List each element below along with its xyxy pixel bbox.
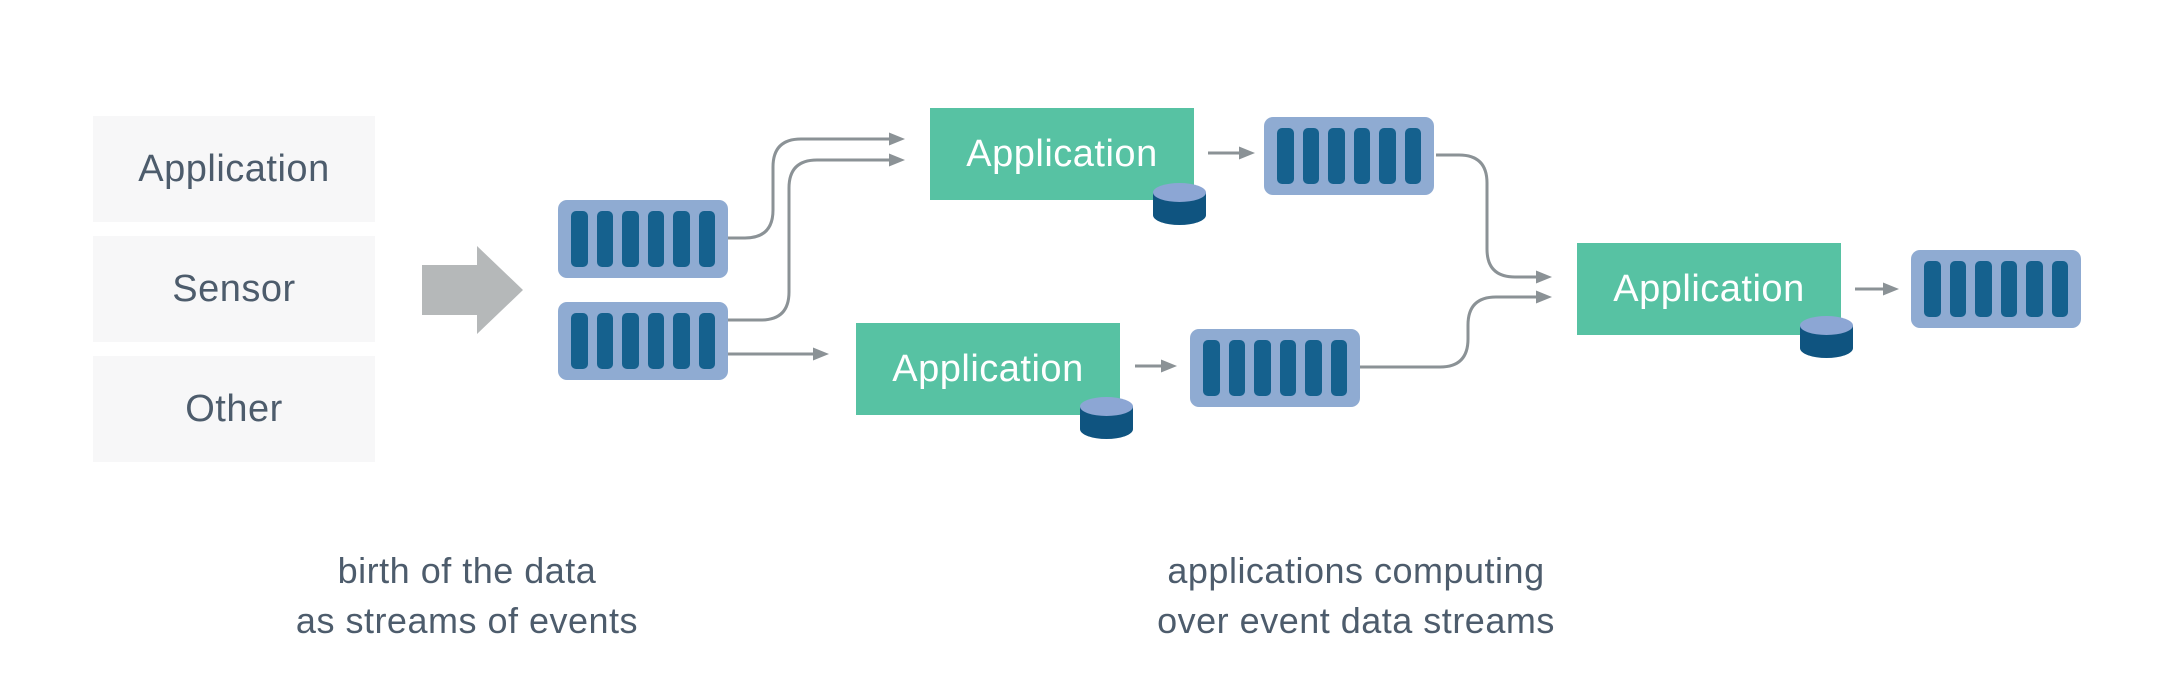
source-label-sensor: Sensor — [172, 267, 296, 310]
event-bar — [622, 211, 639, 267]
caption-left: birth of the data as streams of events — [217, 546, 717, 646]
connector-stream1-to-app1 — [727, 132, 905, 240]
app-label-3: Application — [1613, 267, 1805, 310]
event-bar — [1254, 340, 1271, 396]
source-label-other: Other — [185, 387, 283, 430]
event-bar — [698, 313, 715, 369]
event-bar — [1949, 261, 1966, 317]
caption-right: applications computing over event data s… — [1106, 546, 1606, 646]
event-bar — [1302, 128, 1319, 184]
app-box-3: Application — [1577, 243, 1841, 335]
event-bar — [622, 313, 639, 369]
source-box-application: Application — [93, 116, 375, 222]
source-box-other: Other — [93, 356, 375, 462]
event-bar — [1277, 128, 1294, 184]
event-bar — [571, 313, 588, 369]
flow-arrow-icon — [422, 246, 523, 334]
connector-stream4-to-app3 — [1360, 290, 1552, 369]
database-cylinder-icon-1 — [1153, 183, 1206, 225]
event-stream-icon-source-1 — [558, 200, 728, 278]
event-bar — [1404, 128, 1421, 184]
event-bar — [1305, 340, 1322, 396]
event-bar — [698, 211, 715, 267]
event-stream-icon-derived-2 — [1190, 329, 1360, 407]
source-box-sensor: Sensor — [93, 236, 375, 342]
event-bar — [647, 313, 664, 369]
database-cylinder-icon-3 — [1800, 316, 1853, 358]
event-bar — [596, 313, 613, 369]
app-box-2: Application — [856, 323, 1120, 415]
app-label-1: Application — [966, 132, 1158, 175]
event-stream-icon-source-2 — [558, 302, 728, 380]
event-bar — [647, 211, 664, 267]
event-bar — [1975, 261, 1992, 317]
database-cylinder-icon-2 — [1080, 397, 1133, 439]
event-bar — [673, 211, 690, 267]
event-stream-icon-derived-1 — [1264, 117, 1434, 195]
caption-right-line2: over event data streams — [1157, 600, 1555, 641]
event-bar — [1924, 261, 1941, 317]
event-bar — [1203, 340, 1220, 396]
event-bar — [1330, 340, 1347, 396]
event-bar — [1328, 128, 1345, 184]
event-bar — [1379, 128, 1396, 184]
event-bar — [2026, 261, 2043, 317]
event-bar — [1279, 340, 1296, 396]
connector-stream2-to-app1 — [727, 153, 905, 322]
event-bar — [596, 211, 613, 267]
event-bar — [673, 313, 690, 369]
event-bar — [1353, 128, 1370, 184]
app-box-1: Application — [930, 108, 1194, 200]
caption-right-line1: applications computing — [1167, 550, 1545, 591]
app-label-2: Application — [892, 347, 1084, 390]
source-label-application: Application — [138, 147, 330, 190]
event-bar — [1228, 340, 1245, 396]
event-bar — [2000, 261, 2017, 317]
caption-left-line2: as streams of events — [295, 600, 639, 641]
connector-stream3-to-app3 — [1436, 153, 1552, 284]
event-bar — [571, 211, 588, 267]
event-bar — [2051, 261, 2068, 317]
event-stream-icon-output — [1911, 250, 2081, 328]
caption-left-line1: birth of the data — [337, 550, 597, 591]
